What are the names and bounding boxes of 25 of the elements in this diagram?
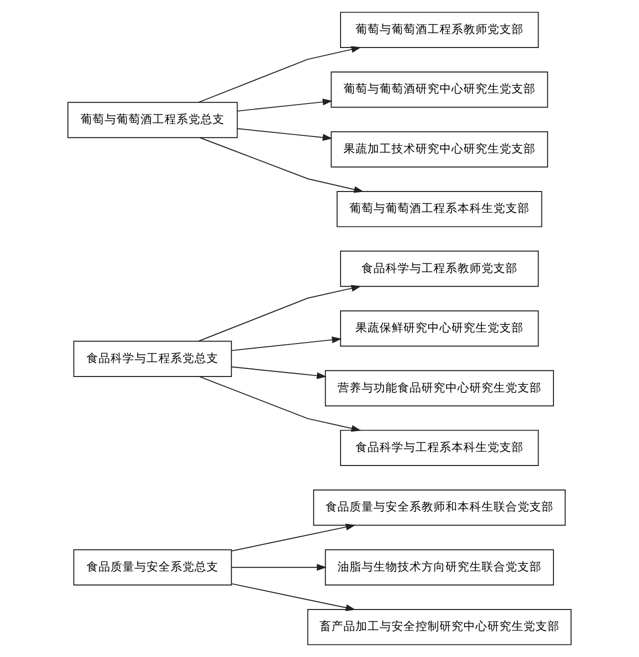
arrow xyxy=(198,46,362,103)
node-box: 食品科学与工程系教师党支部 xyxy=(340,250,539,287)
node-box: 葡萄与葡萄酒工程系本科生党支部 xyxy=(336,190,542,228)
node-box: 葡萄与葡萄酒研究中心研究生党支部 xyxy=(330,72,548,108)
arrow xyxy=(230,583,356,612)
node-box: 食品质量与安全系党总支 xyxy=(73,549,232,586)
node-box: 果蔬保鲜研究中心研究生党支部 xyxy=(340,310,539,347)
node-box: 营养与功能食品研究中心研究生党支部 xyxy=(324,370,554,406)
node-box: 畜产品加工与安全控制研究中心研究生党支部 xyxy=(307,608,572,646)
node-box: 食品科学与工程系党总支 xyxy=(73,340,232,377)
node-box: 食品质量与安全系教师和本科生联合党支部 xyxy=(313,490,566,526)
arrow xyxy=(230,524,356,552)
arrow xyxy=(230,366,327,380)
node-box: 食品科学与工程系本科生党支部 xyxy=(340,430,539,466)
arrow xyxy=(198,284,362,342)
node-box: 葡萄与葡萄酒工程系教师党支部 xyxy=(340,12,539,48)
arrow xyxy=(199,137,364,193)
arrow xyxy=(230,336,342,352)
arrow xyxy=(230,564,327,571)
arrow xyxy=(198,376,362,432)
node-box: 葡萄与葡萄酒工程系党总支 xyxy=(67,102,238,138)
arrow xyxy=(237,128,332,141)
node-box: 油脂与生物技术方向研究生联合党支部 xyxy=(324,549,554,586)
arrow xyxy=(237,98,332,112)
node-box: 果蔬加工技术研究中心研究生党支部 xyxy=(330,131,548,168)
